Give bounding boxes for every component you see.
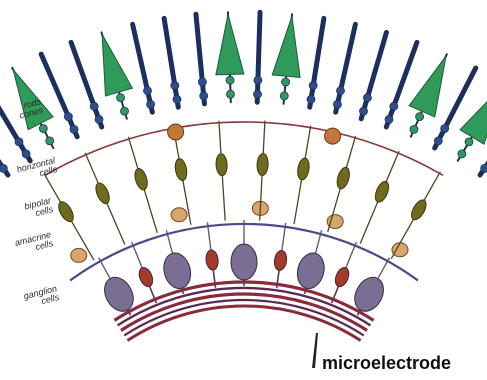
rod-nucleus xyxy=(390,102,398,110)
cone-outer-segment xyxy=(102,34,132,96)
cone-nucleus xyxy=(410,125,418,133)
rod-nucleus xyxy=(171,82,179,90)
rod-nucleus xyxy=(95,115,103,123)
rod-outer-segment xyxy=(361,32,386,118)
bipolar-cell-body xyxy=(335,166,352,190)
cone-nucleus xyxy=(39,125,47,133)
optic-nerve-fibers xyxy=(114,282,373,340)
rod-nucleus xyxy=(198,78,206,86)
rod-nucleus xyxy=(173,95,181,103)
rod-nucleus xyxy=(15,138,23,146)
photoreceptor-layer xyxy=(0,12,487,190)
microelectrode-icon xyxy=(312,333,318,368)
rod-nucleus xyxy=(200,92,208,100)
horizontal-cell-body xyxy=(168,124,184,140)
bipolar-cell-body xyxy=(373,180,392,205)
cone-outer-segment xyxy=(272,16,300,77)
rod-nucleus xyxy=(363,94,371,102)
rod-outer-segment xyxy=(133,24,153,112)
bipolar-cell-layer xyxy=(44,121,440,261)
rod-outer-segment xyxy=(196,14,205,104)
rod-nucleus xyxy=(309,82,317,90)
ganglion-cell-body xyxy=(137,266,156,289)
ganglion-cell-body xyxy=(333,266,352,289)
ganglion-cell-body xyxy=(205,249,219,270)
bipolar-cell-body xyxy=(174,158,189,182)
bipolar-cell-body xyxy=(133,167,150,191)
nerve-fiber xyxy=(127,306,360,341)
rod-nucleus xyxy=(70,125,78,133)
rod-outer-segment xyxy=(164,18,178,107)
rod-nucleus xyxy=(441,125,449,133)
cone-nucleus xyxy=(416,113,424,121)
amacrine-cell-body xyxy=(171,208,187,222)
bipolar-cell-body xyxy=(56,199,77,224)
amacrine-cell-body xyxy=(392,243,408,257)
rod-outer-segment xyxy=(310,18,324,107)
rod-nucleus xyxy=(254,76,262,84)
rod-outer-segment xyxy=(71,42,102,127)
cone-nucleus xyxy=(226,76,234,84)
cone-outer-segment xyxy=(216,14,244,75)
horizontal-cell-body xyxy=(325,128,341,144)
horizontal-plexus xyxy=(45,122,443,175)
ganglion-cell-body xyxy=(273,250,288,271)
amacrine-cell-body xyxy=(71,248,87,262)
rod-nucleus xyxy=(254,90,262,98)
cone-nucleus xyxy=(117,94,125,102)
bipolar-cell-body xyxy=(93,181,112,206)
rod-nucleus xyxy=(147,100,155,108)
rod-nucleus xyxy=(337,87,345,95)
rod-outer-segment xyxy=(257,12,260,102)
bipolar-cell-body xyxy=(409,198,429,223)
rod-outer-segment xyxy=(386,42,417,127)
rod-nucleus xyxy=(144,87,152,95)
ganglion-cell-body xyxy=(294,250,328,292)
label-microelectrode: microelectrode xyxy=(322,353,451,374)
bipolar-cell-body xyxy=(215,153,227,176)
rod-nucleus xyxy=(90,102,98,110)
ganglion-cell-body xyxy=(160,250,194,292)
bipolar-cell-body xyxy=(296,157,311,181)
rod-outer-segment xyxy=(41,54,77,137)
ganglion-cell-layer xyxy=(99,220,390,316)
cone-nucleus xyxy=(46,137,54,145)
rod-nucleus xyxy=(64,113,72,121)
cone-nucleus xyxy=(458,150,466,158)
rod-outer-segment xyxy=(336,24,356,112)
cone-nucleus xyxy=(121,107,129,115)
horizontal-cell-layer xyxy=(45,122,443,175)
rod-nucleus xyxy=(360,107,368,115)
rod-nucleus xyxy=(333,100,341,108)
ganglion-cell-body xyxy=(231,244,257,280)
cone-nucleus xyxy=(282,78,290,86)
bipolar-cell-body xyxy=(257,153,269,176)
rod-nucleus xyxy=(22,150,30,158)
cone-outer-segment xyxy=(409,56,446,117)
rod-nucleus xyxy=(481,164,487,172)
cone-nucleus xyxy=(227,90,235,98)
rod-nucleus xyxy=(385,115,393,123)
rod-nucleus xyxy=(307,95,315,103)
cone-nucleus xyxy=(280,92,288,100)
cone-nucleus xyxy=(465,138,473,146)
rod-nucleus xyxy=(434,137,442,145)
